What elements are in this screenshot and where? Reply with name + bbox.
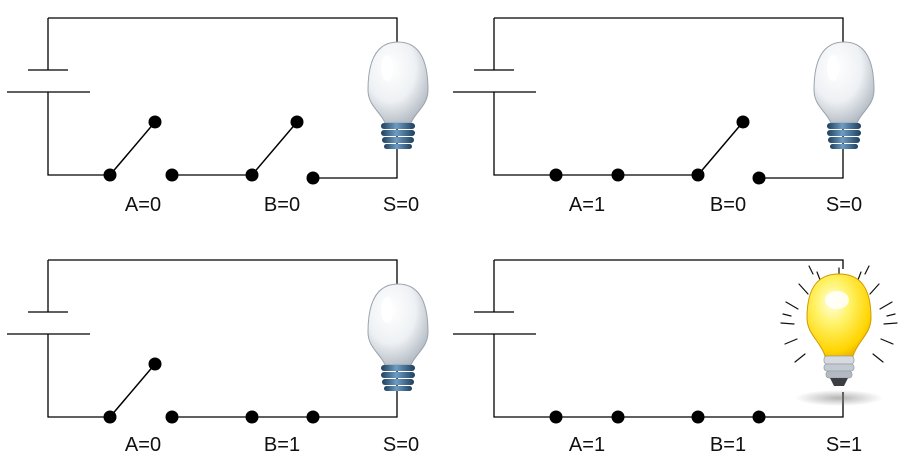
switch-b-state-label: B=0 [264, 194, 300, 216]
circuit-wires [493, 17, 844, 179]
switch-b [691, 115, 766, 185]
output-state-label: S=1 [826, 434, 862, 456]
switch-a [549, 410, 625, 424]
battery-symbol [453, 69, 536, 93]
switch-a [103, 357, 179, 424]
light-bulb-on-icon [780, 265, 898, 406]
switch-b-state-label: B=1 [264, 434, 300, 456]
circuit-wires [47, 259, 398, 418]
output-state-label: S=0 [383, 194, 419, 216]
switch-b [245, 115, 320, 185]
switch-a-state-label: A=0 [125, 434, 161, 456]
output-state-label: S=0 [383, 434, 419, 456]
battery-symbol [453, 311, 536, 335]
switch-a [549, 168, 625, 182]
circuit-wires [47, 17, 398, 179]
switch-b-state-label: B=0 [710, 194, 746, 216]
circuit-panel-a0-b1: A=0 B=1 S=0 [7, 259, 429, 456]
switch-b [691, 410, 766, 424]
circuit-wires [493, 259, 844, 418]
switch-a-state-label: A=0 [125, 194, 161, 216]
light-bulb-off-icon [813, 41, 875, 149]
switch-b [245, 410, 320, 424]
battery-symbol [7, 69, 90, 93]
output-state-label: S=0 [826, 194, 862, 216]
circuit-panel-a1-b1: A=1 B=1 S=1 [453, 259, 898, 456]
switch-a-state-label: A=1 [569, 434, 605, 456]
circuit-panel-a1-b0: A=1 B=0 S=0 [453, 17, 875, 216]
switch-b-state-label: B=1 [710, 434, 746, 456]
switch-a [103, 115, 179, 182]
light-bulb-off-icon [367, 41, 429, 149]
circuit-panel-a0-b0: A=0 B=0 S=0 [7, 17, 429, 216]
light-bulb-off-icon [367, 283, 429, 391]
switch-a-state-label: A=1 [569, 194, 605, 216]
battery-symbol [7, 311, 90, 335]
